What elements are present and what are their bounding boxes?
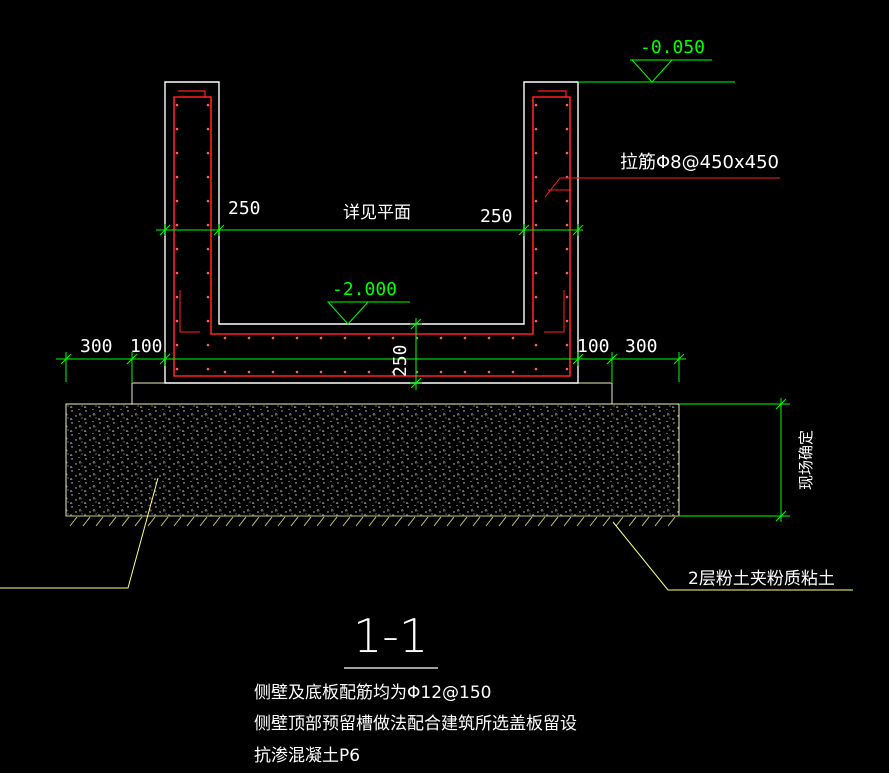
dim-left-inner: 100 — [130, 336, 163, 357]
tie-bar-note: 拉筋Φ8@450x450 — [620, 152, 779, 173]
dim-right-inner: 100 — [577, 336, 610, 357]
soil-leader — [0, 477, 853, 591]
plan-reference: 详见平面 — [343, 203, 411, 223]
soil-label: 2层粉土夹粉质粘土 — [688, 569, 835, 589]
section-label: 1-1 — [353, 609, 428, 663]
note-line-1: 侧壁及底板配筋均为Φ12@150 — [254, 683, 491, 703]
elevation-bottom — [326, 301, 410, 325]
dim-slab: 250 — [390, 344, 411, 377]
dimension-base — [56, 352, 686, 382]
dimension-foundation-depth — [679, 398, 790, 522]
ground-hatch — [66, 515, 679, 527]
elevation-bottom-label: -2.000 — [332, 279, 397, 300]
channel-outline — [164, 81, 579, 384]
note-line-3: 抗渗混凝土P6 — [254, 746, 360, 766]
rebar — [173, 90, 571, 377]
dim-foundation-depth: 现场确定 — [797, 430, 815, 490]
dim-wall-right: 250 — [480, 206, 513, 227]
dim-wall-left: 250 — [228, 198, 261, 219]
dimension-slab — [410, 318, 422, 390]
dim-left-outer: 300 — [80, 336, 113, 357]
cushion-layer — [131, 382, 613, 405]
tie-bar-leader — [544, 177, 780, 198]
elevation-top-label: -0.050 — [640, 37, 705, 58]
elevation-top — [578, 59, 735, 83]
foundation-block — [65, 403, 680, 517]
dimension-inner-span — [156, 224, 584, 236]
note-line-2: 侧壁顶部预留槽做法配合建筑所选盖板留设 — [254, 714, 577, 734]
rebar-dots — [175, 103, 569, 374]
dim-right-outer: 300 — [625, 336, 658, 357]
